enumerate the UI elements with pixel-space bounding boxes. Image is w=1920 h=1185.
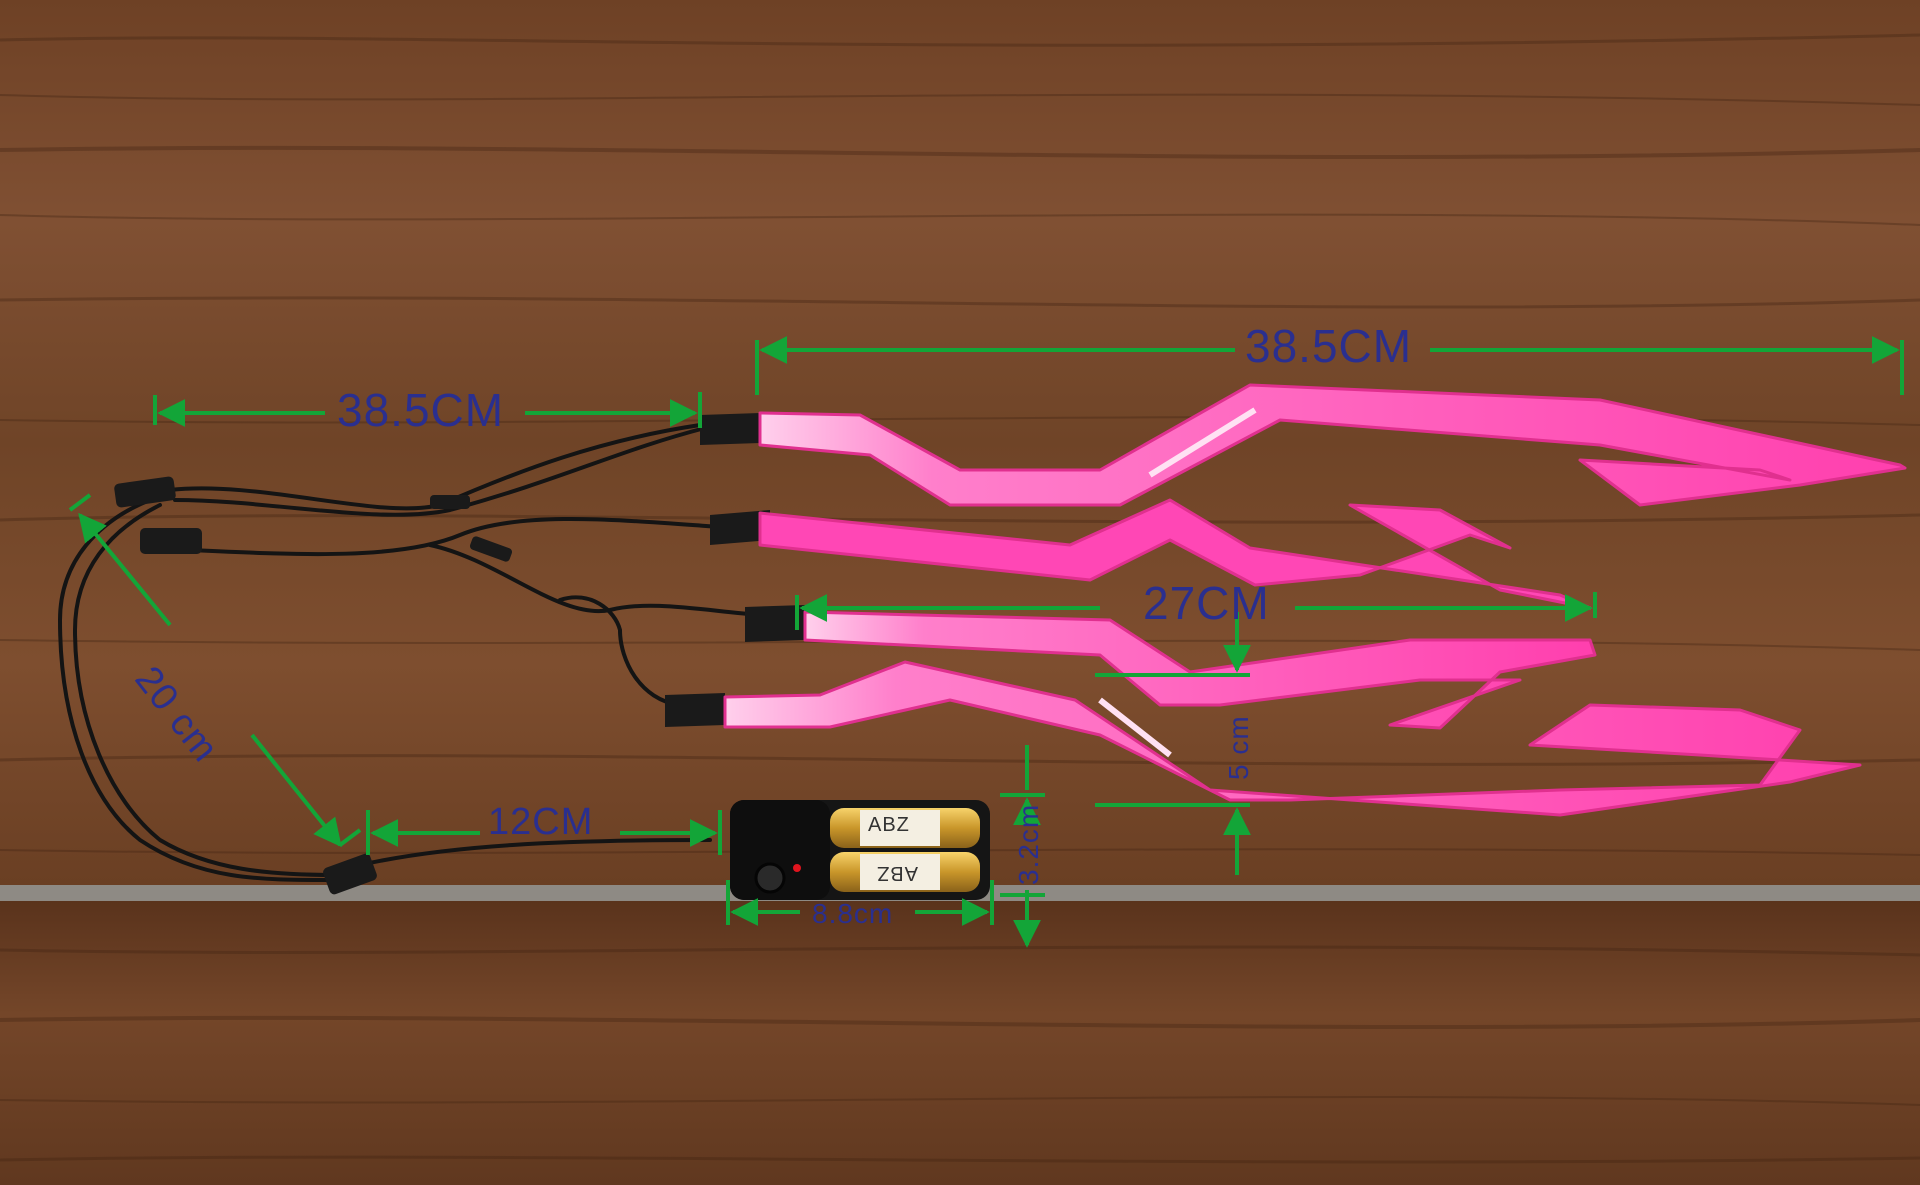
led-indicator-icon <box>793 864 801 872</box>
wire-connectors <box>114 413 805 895</box>
strip-4 <box>723 660 1862 817</box>
battery-brand-bottom: ABZ <box>876 862 918 884</box>
battery-box <box>730 800 990 900</box>
dimension-lines <box>68 336 1904 948</box>
label-top-right-length: 38.5CM <box>1245 320 1413 372</box>
battery-brand-top: ABZ <box>868 814 910 836</box>
label-cable-length: 12CM <box>488 801 594 843</box>
label-top-left-length: 38.5CM <box>337 384 505 436</box>
pink-el-strips <box>723 383 1907 817</box>
label-strip-width: 5 cm <box>1223 715 1254 780</box>
label-box-height: 3.2cm <box>1013 803 1044 885</box>
label-box-width: 8.8cm <box>812 898 894 929</box>
label-middle-length: 27CM <box>1143 577 1270 629</box>
power-button-icon <box>754 862 786 894</box>
strip-1 <box>758 383 1907 507</box>
strip-3 <box>803 610 1597 730</box>
strip-2 <box>758 498 1592 610</box>
